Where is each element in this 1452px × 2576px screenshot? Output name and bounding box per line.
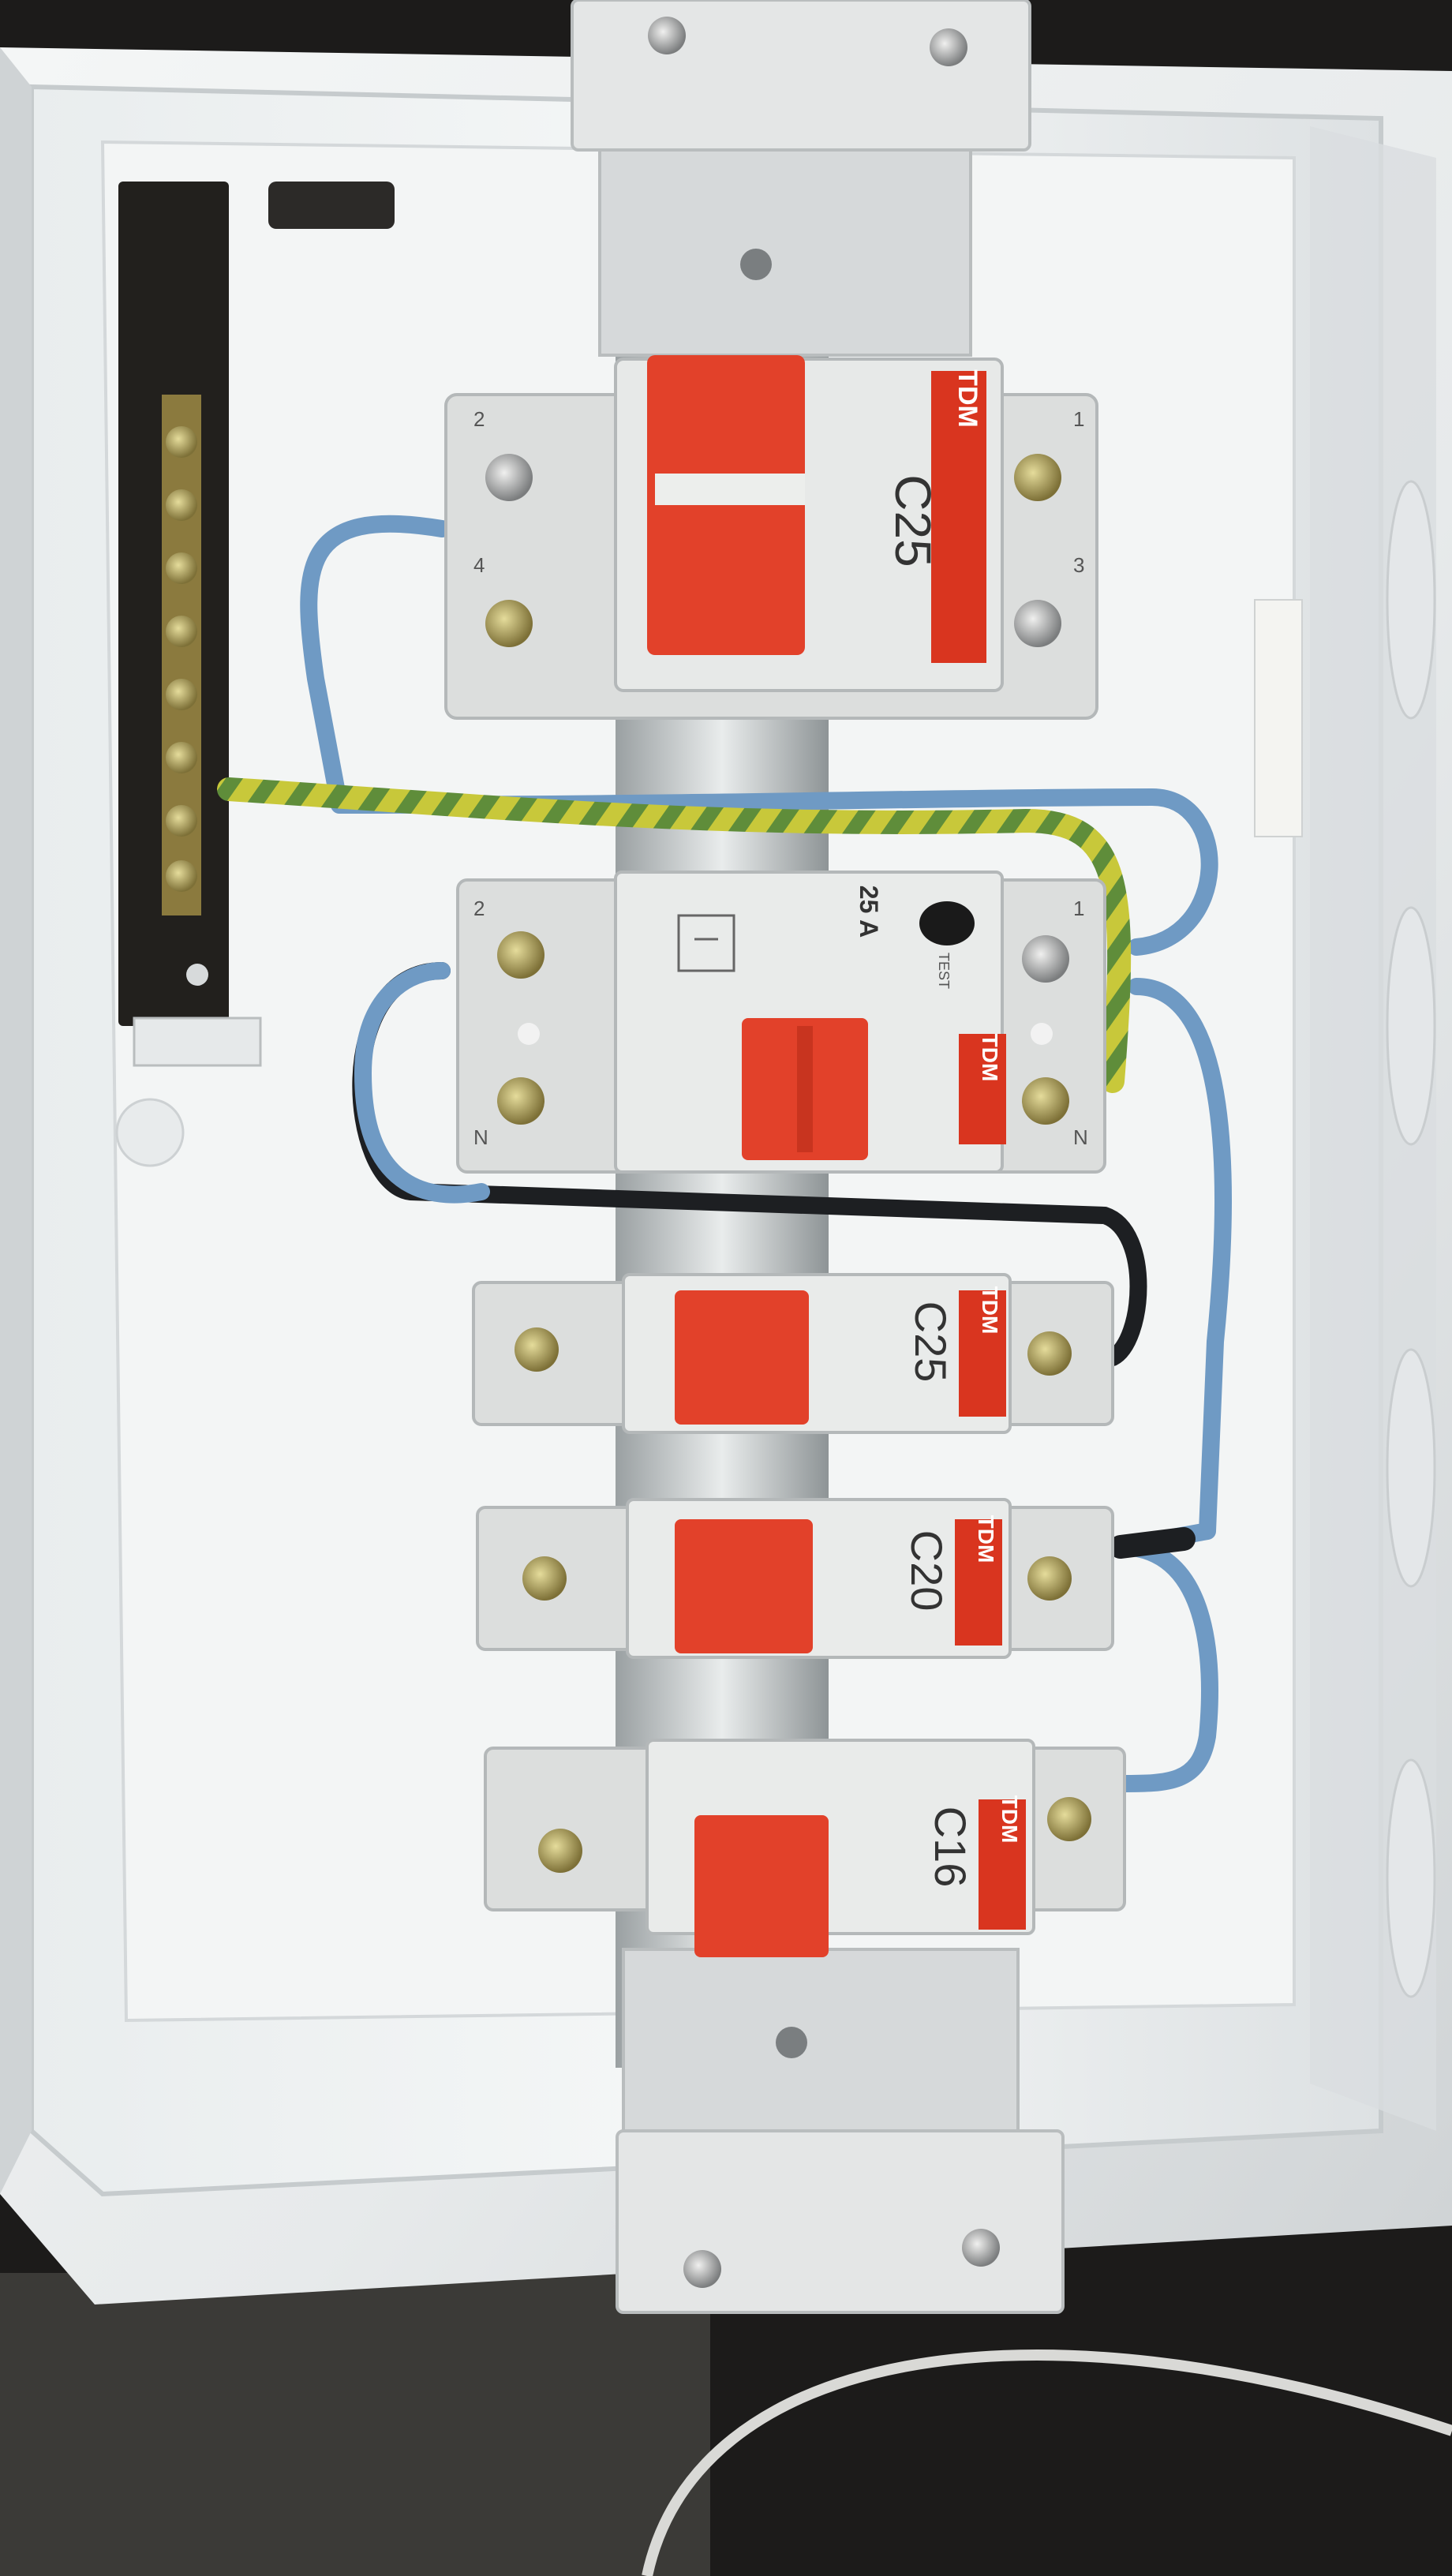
terminal-screw-icon xyxy=(497,931,544,979)
brand-label: TDM xyxy=(978,1034,1002,1082)
rcd-25a: TEST 25 A TDM 2 N 1 N xyxy=(456,871,1106,1174)
brand-label: TDM xyxy=(978,1286,1002,1335)
earth-busbar xyxy=(118,182,262,1067)
terminal-label: N xyxy=(1073,1125,1088,1149)
knockout-hole xyxy=(268,182,395,229)
terminal-label: 4 xyxy=(473,553,485,577)
terminal-label: 3 xyxy=(1073,553,1084,577)
terminal-screw-icon xyxy=(1022,935,1069,983)
terminal-label: 2 xyxy=(473,897,485,920)
terminal-label: 1 xyxy=(1073,897,1084,920)
terminal-screw-icon xyxy=(538,1829,582,1873)
rating-label: C20 xyxy=(902,1530,952,1612)
wiring xyxy=(217,515,1232,1792)
terminal-screw-icon xyxy=(1014,454,1061,501)
test-label: TEST xyxy=(936,953,952,989)
terminal-screw-icon xyxy=(497,1077,544,1125)
brand-label: TDM xyxy=(952,369,982,428)
wire-blue-rcd xyxy=(354,962,490,1204)
brand-label: TDM xyxy=(997,1795,1022,1844)
terminal-screw-icon xyxy=(1027,1556,1072,1601)
breaker-top-c25: TDM C25 2 4 1 3 xyxy=(444,355,1098,720)
terminal-screw-icon xyxy=(485,600,533,647)
power-cord xyxy=(642,2349,1452,2576)
info-sticker xyxy=(1254,599,1303,837)
breaker-toggle[interactable] xyxy=(675,1519,813,1653)
rating-label: C16 xyxy=(926,1807,975,1888)
breaker-c25: TDM C25 xyxy=(472,1273,1114,1434)
wire-earth xyxy=(217,777,1132,1093)
terminal-screw-icon xyxy=(1047,1797,1091,1841)
screw-icon xyxy=(776,2027,807,2058)
brand-label: TDM xyxy=(974,1515,998,1563)
breaker-toggle[interactable] xyxy=(694,1815,829,1957)
terminal-label: 2 xyxy=(473,407,485,431)
breaker-c20: TDM C20 xyxy=(476,1498,1114,1659)
terminal-screw-icon xyxy=(522,1556,567,1601)
wire-blue-distribution xyxy=(1112,978,1232,1792)
screw-icon xyxy=(930,28,967,66)
rating-label: C25 xyxy=(906,1301,956,1383)
fabric-background xyxy=(0,2273,710,2576)
rail-bottom-bracket xyxy=(616,1948,1065,2314)
screw-icon xyxy=(648,17,686,54)
wire-sleeve xyxy=(1109,1527,1196,1559)
terminal-label: N xyxy=(473,1125,488,1149)
breaker-toggle[interactable] xyxy=(675,1290,809,1425)
screw-icon xyxy=(962,2229,1000,2267)
terminal-label: 1 xyxy=(1073,407,1084,431)
terminal-screw-icon xyxy=(1027,1331,1072,1376)
screw-icon xyxy=(683,2250,721,2288)
terminal-screw-icon xyxy=(1014,600,1061,647)
screw-icon xyxy=(740,249,772,280)
circuit-diagram-icon xyxy=(677,914,735,972)
terminal-screw-icon xyxy=(485,454,533,501)
breaker-c16: TDM C16 xyxy=(484,1739,1126,1957)
terminal-screw-icon xyxy=(1022,1077,1069,1125)
rcd-rating-label: 25 A xyxy=(855,886,883,938)
wire-blue-main xyxy=(300,515,1218,956)
rcd-test-button[interactable] xyxy=(919,901,975,945)
rating-label: C25 xyxy=(885,474,941,567)
rail-top-bracket xyxy=(571,0,1031,357)
terminal-screw-icon xyxy=(515,1327,559,1372)
